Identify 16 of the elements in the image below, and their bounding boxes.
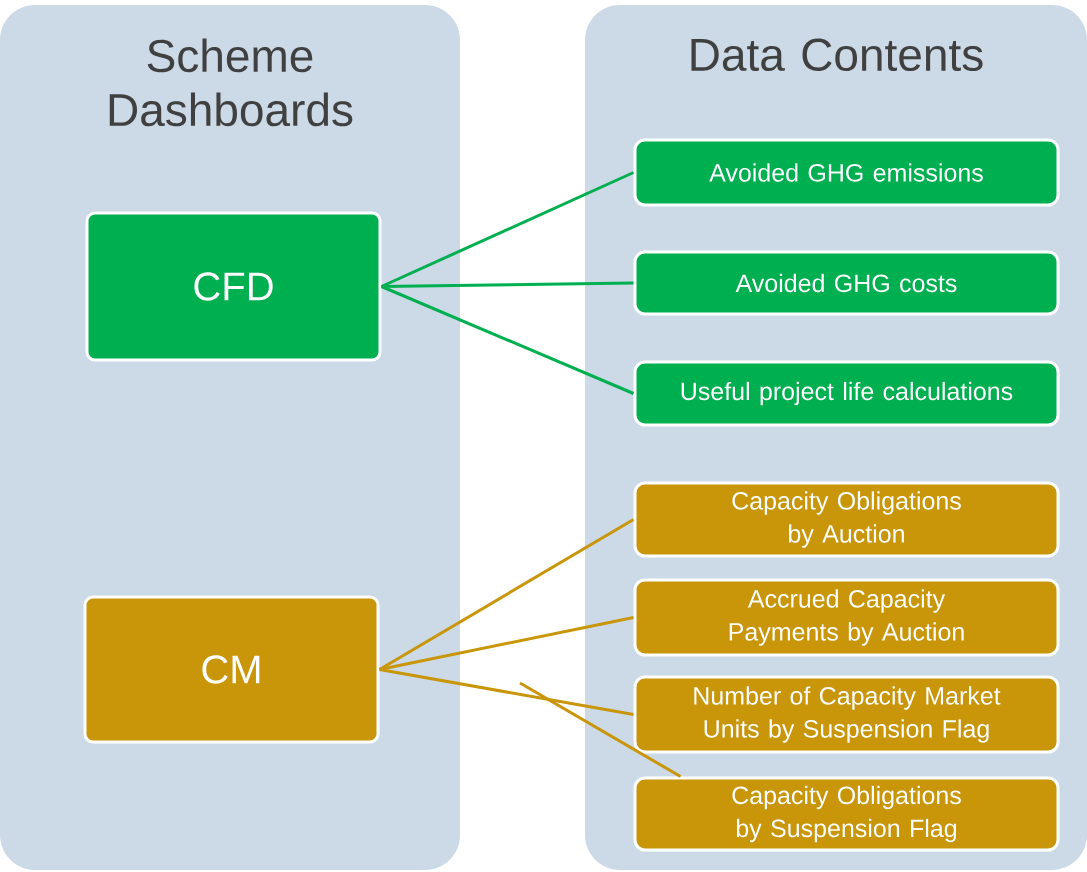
content-box: Avoided GHG emissions [633, 138, 1060, 207]
connector-line [519, 681, 682, 778]
connector-line [380, 171, 635, 288]
content-box: Avoided GHG costs [633, 250, 1060, 316]
content-box: Accrued Capacity Payments by Auction [633, 578, 1060, 657]
content-box: Capacity Obligations by Auction [633, 481, 1060, 558]
connector-line [379, 668, 634, 716]
content-box: Capacity Obligations by Suspension Flag [633, 776, 1060, 852]
connector-line [379, 616, 634, 671]
connector-line [381, 281, 634, 288]
connector-line [378, 518, 635, 671]
content-box: Useful project life calculations [633, 360, 1060, 427]
scheme-box: CFD [85, 211, 382, 362]
connector-line [380, 285, 635, 395]
scheme-box: CM [83, 595, 380, 744]
content-box: Number of Capacity Market Units by Suspension Flag [633, 675, 1060, 754]
